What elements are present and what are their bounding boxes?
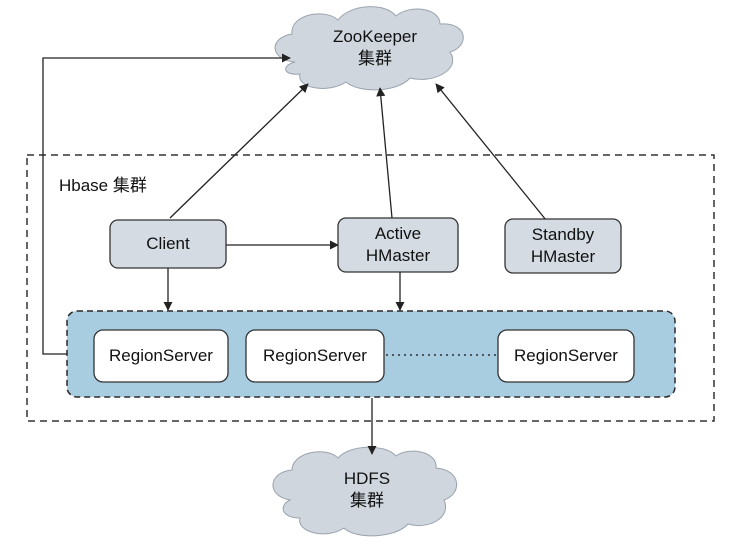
- hdfs-cloud: [272, 446, 458, 537]
- region-server-2-label: RegionServer: [263, 346, 367, 365]
- standby-hmaster-label: Standby HMaster: [505, 224, 621, 268]
- region-server-2-box: [245, 329, 385, 383]
- zookeeper-title: ZooKeeper: [332, 27, 418, 46]
- hdfs-title: HDFS: [343, 469, 391, 488]
- region-server-1-box: [93, 329, 229, 383]
- hbase-cluster-boundary: [26, 154, 715, 422]
- connector-active-zookeeper: [376, 87, 393, 219]
- region-server-1-label: RegionServer: [109, 346, 213, 365]
- hdfs-label: HDFS 集群: [292, 468, 442, 512]
- hbase-cluster-label: Hbase 集群: [59, 176, 147, 195]
- connector-region-zookeeper: [42, 53, 291, 355]
- zookeeper-subtitle: 集群: [358, 49, 392, 68]
- client-label: Client: [146, 234, 190, 253]
- zookeeper-cloud: [274, 6, 464, 91]
- hdfs-subtitle: 集群: [350, 491, 384, 510]
- zookeeper-label: ZooKeeper 集群: [300, 26, 450, 70]
- standby-hmaster-line1: Standby: [531, 225, 595, 244]
- region-server-3-label: RegionServer: [514, 346, 618, 365]
- connector-client-zookeeper: [169, 83, 309, 219]
- active-hmaster-line1: Active: [374, 224, 422, 243]
- client-node: [109, 219, 227, 269]
- active-hmaster-line2: HMaster: [365, 246, 431, 265]
- standby-hmaster-line2: HMaster: [530, 247, 596, 266]
- active-hmaster-node: [337, 217, 459, 273]
- region-server-3-box: [497, 329, 635, 383]
- active-hmaster-label: Active HMaster: [338, 223, 458, 267]
- connector-standby-zookeeper: [435, 83, 547, 221]
- standby-hmaster-node: [504, 218, 622, 274]
